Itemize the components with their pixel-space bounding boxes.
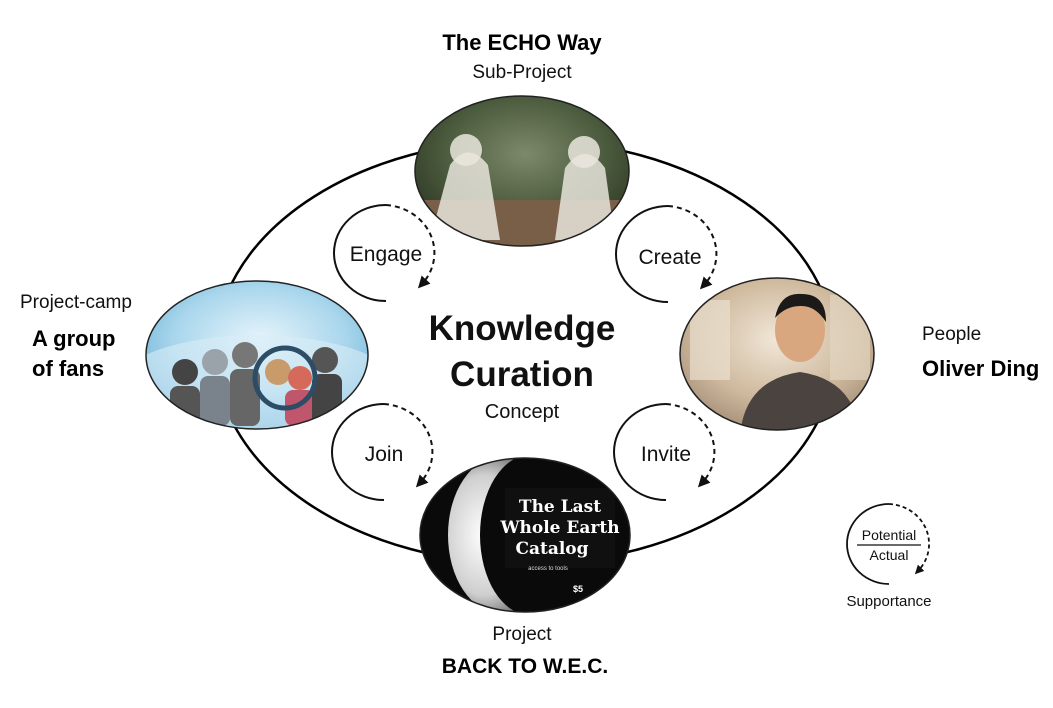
catalog-tagline: access to tools: [528, 566, 568, 572]
knowledge-curation-line1: Knowledge: [428, 309, 616, 348]
join-cycle-arrow: [331, 403, 434, 501]
engage-cycle-arrow: [333, 204, 436, 302]
engage-label: Engage: [349, 243, 423, 266]
back-to-wec-title: BACK TO W.E.C.: [441, 655, 609, 678]
legend-supportance: Supportance: [846, 593, 932, 610]
catalog-title-line2: Whole Earth: [499, 518, 619, 538]
legend-cycle-arrow: [846, 503, 930, 585]
catalog-title-line3: Catalog: [515, 539, 588, 559]
group-of-fans-line1: A group: [32, 326, 116, 351]
invite-label: Invite: [640, 443, 692, 466]
legend-potential: Potential: [861, 527, 917, 543]
oliver-ding-photo: [680, 278, 874, 430]
oliver-ding-name: Oliver Ding: [922, 356, 1040, 381]
echo-way-subtitle: Sub-Project: [472, 62, 572, 83]
join-label: Join: [364, 443, 404, 466]
echo-way-image: [415, 96, 629, 246]
knowledge-curation-line2: Curation: [450, 355, 594, 394]
concept-label: Concept: [484, 401, 560, 423]
catalog-price: $5: [573, 584, 583, 594]
people-label: People: [922, 324, 982, 345]
create-label: Create: [638, 246, 702, 269]
group-of-fans-line2: of fans: [32, 356, 105, 381]
whole-earth-catalog-image: [420, 458, 630, 612]
echo-way-title: The ECHO Way: [442, 30, 602, 55]
invite-cycle-arrow: [613, 403, 716, 501]
create-cycle-arrow: [615, 205, 718, 303]
project-label: Project: [492, 624, 552, 645]
catalog-title-line1: The Last: [519, 497, 601, 517]
legend-actual: Actual: [869, 547, 909, 563]
project-camp-label: Project-camp: [20, 292, 132, 313]
